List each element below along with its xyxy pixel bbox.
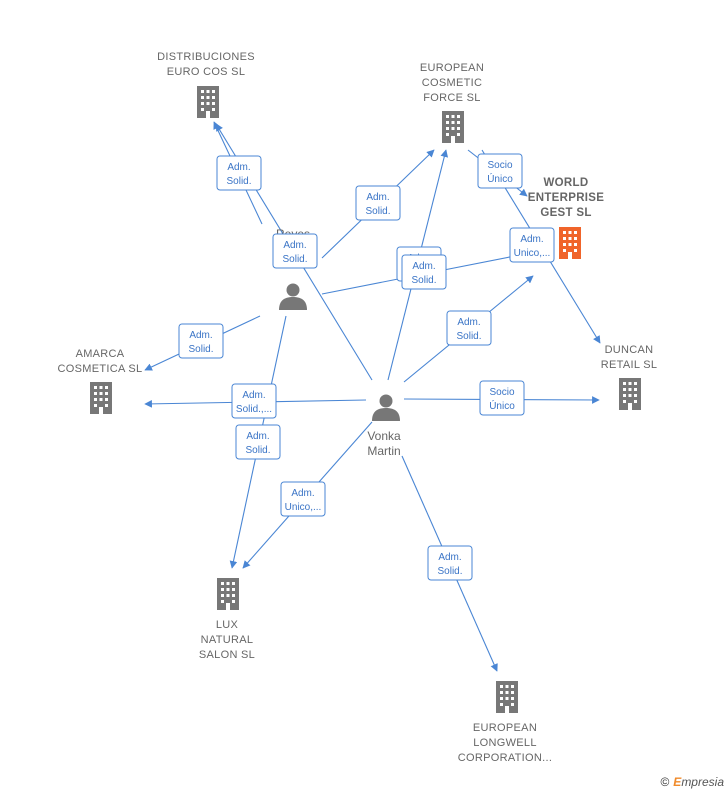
company-label: LONGWELL: [473, 737, 537, 749]
relation-label-r12[interactable]: Adm. Solid.: [235, 424, 281, 460]
company-label: DUNCAN: [605, 344, 654, 356]
relation-text: Adm.: [457, 317, 480, 328]
company-node-european-cosmetic[interactable]: EUROPEAN COSMETIC FORCE SL: [420, 62, 484, 143]
relation-text: Adm.: [412, 261, 435, 272]
relation-box: [272, 233, 318, 269]
relation-box: [509, 227, 555, 263]
relation-text: Solid.: [282, 254, 307, 265]
relation-text: Unico,...: [285, 502, 322, 513]
relation-label-r2[interactable]: Adm. Solid.: [272, 233, 318, 269]
relation-box: [446, 310, 492, 346]
relation-text: Unico,...: [514, 248, 551, 259]
company-label: SALON SL: [199, 649, 255, 661]
relation-label-r5[interactable]: Adm. Solid.: [401, 254, 447, 290]
relation-box: [479, 380, 525, 416]
relation-box: [231, 383, 277, 419]
company-node-duncan[interactable]: DUNCAN RETAIL SL: [601, 344, 658, 410]
relation-text: Solid.: [437, 566, 462, 577]
relation-label-r8[interactable]: Adm. Solid.: [178, 323, 224, 359]
company-label: CORPORATION...: [458, 752, 552, 764]
relation-text: Adm.: [242, 390, 265, 401]
relation-label-r9[interactable]: Adm. Solid.,...: [231, 383, 277, 419]
company-label: GEST SL: [540, 207, 591, 219]
relation-text: Solid.: [226, 176, 251, 187]
relation-text: Adm.: [366, 192, 389, 203]
relation-label-r7[interactable]: Adm. Unico,...: [509, 227, 555, 263]
relation-text: Solid.: [365, 206, 390, 217]
company-label: EUROPEAN: [420, 62, 484, 74]
relation-text: Socio: [489, 387, 514, 398]
relation-box: [427, 545, 473, 581]
relation-label-r3[interactable]: Adm. Solid.: [355, 185, 401, 221]
building-icon: [217, 578, 239, 610]
relation-text: Único: [489, 399, 515, 412]
company-label: COSMETIC: [422, 77, 482, 89]
company-node-amarca[interactable]: AMARCA COSMETICA SL: [58, 348, 143, 414]
relation-label-r14[interactable]: Adm. Solid.: [427, 545, 473, 581]
company-label: NATURAL: [201, 634, 254, 646]
building-icon: [496, 681, 518, 713]
relation-label-r11[interactable]: Adm. Solid.: [446, 310, 492, 346]
relation-text: Socio: [487, 160, 512, 171]
company-label: LUX: [216, 619, 239, 631]
relation-box: [477, 153, 523, 189]
copyright-symbol: ©: [660, 775, 670, 789]
company-node-world-enterprise[interactable]: WORLD ENTERPRISE GEST SL: [528, 177, 605, 259]
company-label: WORLD: [544, 177, 589, 189]
building-icon: [90, 382, 112, 414]
company-label: EUROPEAN: [473, 722, 537, 734]
brand-logo-text: mpresia: [681, 775, 724, 789]
relation-text: Adm.: [227, 162, 250, 173]
relation-text: Adm.: [291, 488, 314, 499]
footer-credit: ©Empresia: [660, 775, 724, 789]
building-icon: [559, 227, 581, 259]
relation-box: [280, 481, 326, 517]
company-node-european-longwell[interactable]: EUROPEAN LONGWELL CORPORATION...: [458, 681, 552, 764]
company-node-distribuciones[interactable]: DISTRIBUCIONES EURO COS SL: [157, 51, 255, 118]
relation-box: [355, 185, 401, 221]
company-label: COSMETICA SL: [58, 363, 143, 375]
company-label: EURO COS SL: [167, 66, 246, 78]
relation-label-r1[interactable]: Adm. Solid.: [216, 155, 262, 191]
relation-text: Adm.: [283, 240, 306, 251]
relation-label-r13[interactable]: Adm. Unico,...: [280, 481, 326, 517]
relation-box: [235, 424, 281, 460]
relation-text: Solid.: [245, 445, 270, 456]
person-icon: [279, 283, 307, 310]
relation-box: [216, 155, 262, 191]
company-label: DISTRIBUCIONES: [157, 51, 255, 63]
building-icon: [442, 111, 464, 143]
company-node-lux-natural[interactable]: LUX NATURAL SALON SL: [199, 578, 255, 661]
relation-text: Solid.: [188, 344, 213, 355]
building-icon: [197, 86, 219, 118]
relation-text: Único: [487, 172, 513, 185]
relation-text: Solid.,...: [236, 404, 272, 415]
relation-text: Solid.: [456, 331, 481, 342]
company-label: FORCE SL: [423, 92, 480, 104]
person-label: Martin: [367, 444, 400, 458]
relation-text: Adm.: [438, 552, 461, 563]
relation-box: [178, 323, 224, 359]
relation-box: [401, 254, 447, 290]
relation-text: Adm.: [246, 431, 269, 442]
company-label: AMARCA: [76, 348, 125, 360]
person-label: Vonka: [367, 429, 401, 443]
brand-logo-initial: E: [673, 775, 682, 789]
building-icon: [619, 378, 641, 410]
company-label: ENTERPRISE: [528, 192, 605, 204]
company-label: RETAIL SL: [601, 359, 658, 371]
relation-text: Adm.: [520, 234, 543, 245]
relation-text: Solid.: [411, 275, 436, 286]
relation-text: Adm.: [189, 330, 212, 341]
person-icon: [372, 394, 400, 421]
